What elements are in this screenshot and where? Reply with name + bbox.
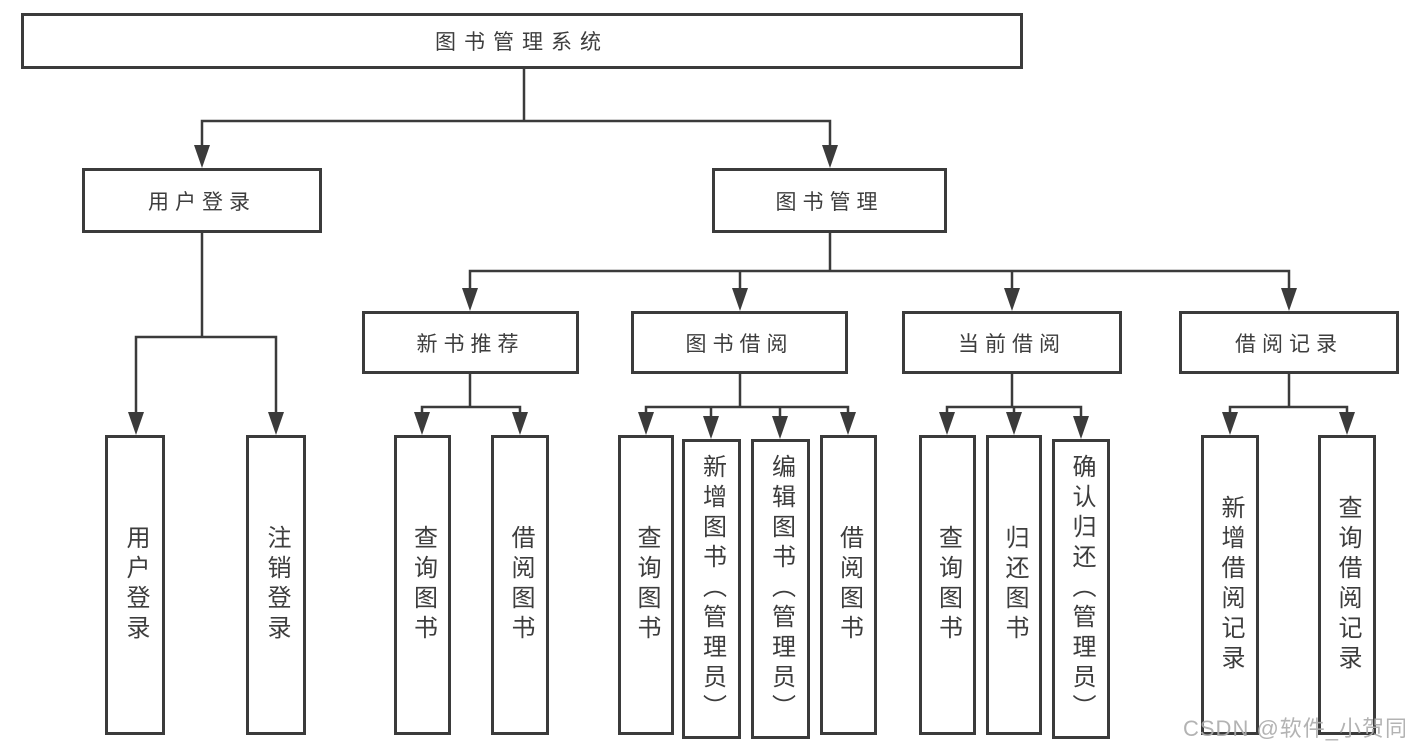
leaf-user-login: 用户登录 [105, 435, 165, 735]
leaf-return-book: 归还图书 [986, 435, 1042, 735]
arrow-down-icon [1339, 412, 1355, 435]
node-user-login-group: 用户登录 [82, 168, 322, 233]
arrow-down-icon [268, 412, 284, 435]
leaf-query-books-current: 查询图书 [919, 435, 976, 735]
leaf-query-books-borrowing: 查询图书 [618, 435, 674, 735]
arrow-down-icon [1222, 412, 1238, 435]
leaf-add-borrow-record: 新增借阅记录 [1201, 435, 1259, 735]
arrow-down-icon [462, 288, 478, 311]
leaf-edit-book-admin: 编辑图书（管理员） [751, 439, 810, 739]
arrow-down-icon [1073, 416, 1089, 439]
arrow-down-icon [703, 416, 719, 439]
node-book-management-system: 图书管理系统 [21, 13, 1023, 69]
node-borrowing-records: 借阅记录 [1179, 311, 1399, 374]
arrow-down-icon [638, 412, 654, 435]
node-book-management: 图书管理 [712, 168, 947, 233]
connector-line [134, 67, 1349, 422]
leaf-query-borrow-record: 查询借阅记录 [1318, 435, 1376, 735]
arrow-down-icon [772, 416, 788, 439]
leaf-confirm-return-admin: 确认归还（管理员） [1052, 439, 1110, 739]
arrow-down-icon [194, 145, 210, 168]
leaf-borrow-books-borrowing: 借阅图书 [820, 435, 877, 735]
leaf-borrow-books-recommend: 借阅图书 [491, 435, 549, 735]
arrow-down-icon [1006, 412, 1022, 435]
arrow-down-icon [1281, 288, 1297, 311]
connector-arrowheads [128, 145, 1355, 439]
leaf-add-book-admin: 新增图书（管理员） [682, 439, 741, 739]
arrow-down-icon [840, 412, 856, 435]
arrow-down-icon [732, 288, 748, 311]
watermark: CSDN @软件_小贺同学 [1183, 716, 1405, 741]
node-new-book-recommend: 新书推荐 [362, 311, 579, 374]
arrow-down-icon [512, 412, 528, 435]
arrow-down-icon [1004, 288, 1020, 311]
node-current-borrowing: 当前借阅 [902, 311, 1122, 374]
leaf-logout: 注销登录 [246, 435, 306, 735]
arrow-down-icon [128, 412, 144, 435]
arrow-down-icon [939, 412, 955, 435]
arrow-down-icon [414, 412, 430, 435]
node-book-borrowing: 图书借阅 [631, 311, 848, 374]
leaf-query-books-recommend: 查询图书 [394, 435, 451, 735]
arrow-down-icon [822, 145, 838, 168]
